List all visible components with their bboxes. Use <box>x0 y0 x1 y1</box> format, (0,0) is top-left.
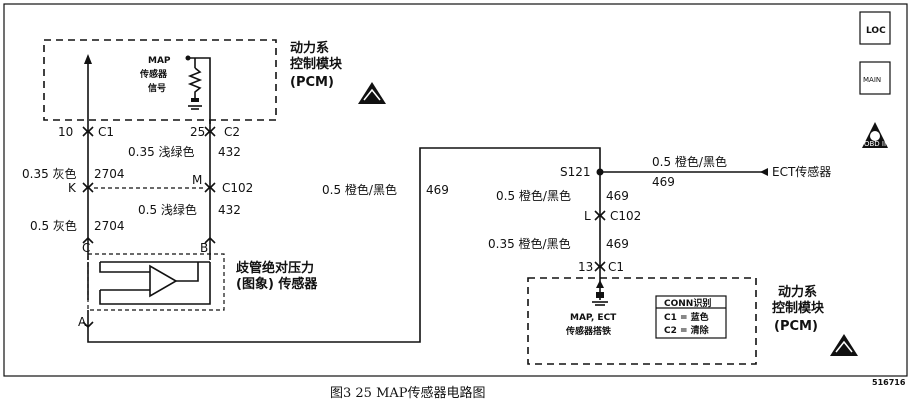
ground-label-2: 传感器搭铁 <box>565 325 611 337</box>
circuit-469-mid: 469 <box>426 183 449 197</box>
pin-m: M <box>192 173 202 187</box>
map-signal-label-2: 传感器 <box>139 68 168 80</box>
pcm-bottom-title-2: 控制模块 <box>772 300 825 316</box>
wire-label-orange-black-a: 0.5 橙色/黑色 <box>496 188 571 203</box>
pcm-bottom-title-1: 动力系 <box>778 284 817 300</box>
connector-k-icon <box>82 182 94 193</box>
connector-m-icon <box>204 182 216 193</box>
esd-warning-icon <box>358 82 386 104</box>
pin-a: A <box>78 315 87 329</box>
pcm-bottom-title-3: (PCM) <box>774 319 818 334</box>
map-sensor-label-2: (图象) 传感器 <box>236 276 318 292</box>
connector-c1: C1 <box>98 125 114 139</box>
ground-symbol-icon <box>592 280 608 306</box>
connector-b-icon <box>204 236 216 244</box>
pullup-resistor-icon <box>185 55 211 124</box>
wire-label-orange-black-b: 0.35 橙色/黑色 <box>488 236 571 251</box>
circuit-469-ect: 469 <box>652 175 675 189</box>
pcm-top-title-2: 控制模块 <box>290 56 343 72</box>
wire-label-lightgreen-035: 0.35 浅绿色 <box>128 144 195 159</box>
conn-table-row2: C2 = 清除 <box>664 324 710 336</box>
pin-25: 25 <box>190 125 205 139</box>
connector-c1-right: C1 <box>608 260 624 274</box>
connector-c102-right: C102 <box>610 209 641 223</box>
signal-arrow-icon <box>84 54 92 120</box>
map-signal-label-3: 信号 <box>148 82 166 94</box>
wire-label-grey-05: 0.5 灰色 <box>30 219 77 233</box>
wire-469-main <box>87 147 601 343</box>
pin-13: 13 <box>578 260 593 274</box>
connector-13-icon <box>594 261 606 272</box>
ground-label-1: MAP, ECT <box>570 313 617 323</box>
pcm-top-box <box>43 39 277 121</box>
wire-label-ect: 0.5 橙色/黑色 <box>652 154 727 169</box>
main-icon <box>859 61 891 95</box>
amplifier-icon <box>87 261 211 305</box>
wire-label-orange-black-mid: 0.5 橙色/黑色 <box>322 182 397 197</box>
map-signal-label-1: MAP <box>148 56 171 66</box>
diagram-frame <box>3 3 908 377</box>
loc-icon <box>859 11 891 45</box>
pcm-bottom-box <box>527 277 757 365</box>
ect-sensor-label: ECT传感器 <box>772 164 831 179</box>
main-icon-label: MAIN <box>863 76 881 84</box>
obd-ii-label: OBD II <box>864 140 886 148</box>
splice-s121: S121 <box>560 165 591 179</box>
pin-l: L <box>584 209 591 223</box>
connector-l-icon <box>594 210 606 221</box>
connector-c-icon <box>82 236 94 244</box>
pin-b: B <box>200 241 208 255</box>
conn-table-row1: C1 = 蓝色 <box>664 311 709 323</box>
connector-c2: C2 <box>224 125 240 139</box>
circuit-469-b: 469 <box>606 237 629 251</box>
map-sensor-label-1: 歧管绝对压力 <box>236 260 314 276</box>
loc-icon-label: LOC <box>866 26 886 36</box>
wire-label-lightgreen-05: 0.5 浅绿色 <box>138 202 197 217</box>
esd-warning-icon <box>830 334 858 356</box>
pcm-top-title-3: (PCM) <box>290 75 334 90</box>
connector-c2-icon <box>204 126 216 137</box>
circuit-469-a: 469 <box>606 189 629 203</box>
reference-number: 516716 <box>872 378 906 387</box>
map-sensor-box <box>87 253 225 311</box>
circuit-2704-b: 2704 <box>94 219 125 233</box>
circuit-2704-a: 2704 <box>94 167 125 181</box>
figure-caption: 图3 25 MAP传感器电路图 <box>330 386 486 401</box>
conn-table-title: CONN识别 <box>664 297 711 309</box>
conn-id-table <box>655 295 727 339</box>
pin-c: C <box>82 241 90 255</box>
circuit-432-b: 432 <box>218 203 241 217</box>
connector-c102-left: C102 <box>222 181 253 195</box>
pcm-top-title-1: 动力系 <box>290 40 329 56</box>
wire-label-grey-035: 0.35 灰色 <box>22 167 77 181</box>
circuit-432-a: 432 <box>218 145 241 159</box>
connector-c1-left-icon <box>82 126 94 137</box>
pin-k: K <box>68 181 77 195</box>
pin-10: 10 <box>58 125 73 139</box>
obd-ii-icon <box>862 122 888 148</box>
ect-arrow-icon <box>760 168 768 176</box>
